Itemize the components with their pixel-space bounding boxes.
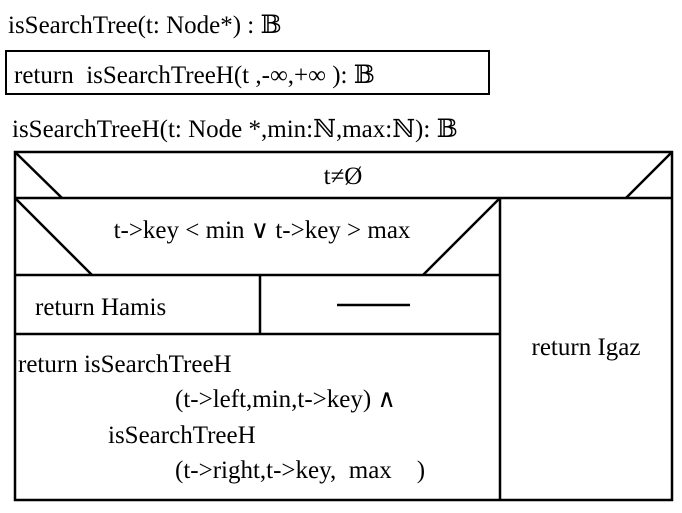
function-signature: isSearchTree(t: Node*) : 𝔹: [8, 12, 282, 39]
function-body-box: [5, 50, 490, 95]
helper-signature: isSearchTreeH(t: Node *,min:ℕ,max:ℕ): 𝔹: [12, 116, 458, 143]
inner-true-branch: return Hamis: [35, 294, 166, 321]
structogram-frame: [13, 150, 674, 502]
outer-condition: t≠Ø: [324, 163, 363, 190]
inner-condition: t->key < min ∨ t->key > max: [114, 217, 411, 244]
recursive-call-line-3: isSearchTreeH: [108, 422, 256, 449]
outer-false-branch: return Igaz: [532, 334, 641, 361]
recursive-call-line-1: return isSearchTreeH: [18, 351, 232, 378]
recursive-call-line-4: (t->right,t->key, max ): [175, 457, 425, 484]
function-body: return isSearchTreeH(t ,-∞,+∞ ): 𝔹: [14, 62, 375, 89]
recursive-call-line-2: (t->left,min,t->key) ∧: [175, 386, 396, 413]
